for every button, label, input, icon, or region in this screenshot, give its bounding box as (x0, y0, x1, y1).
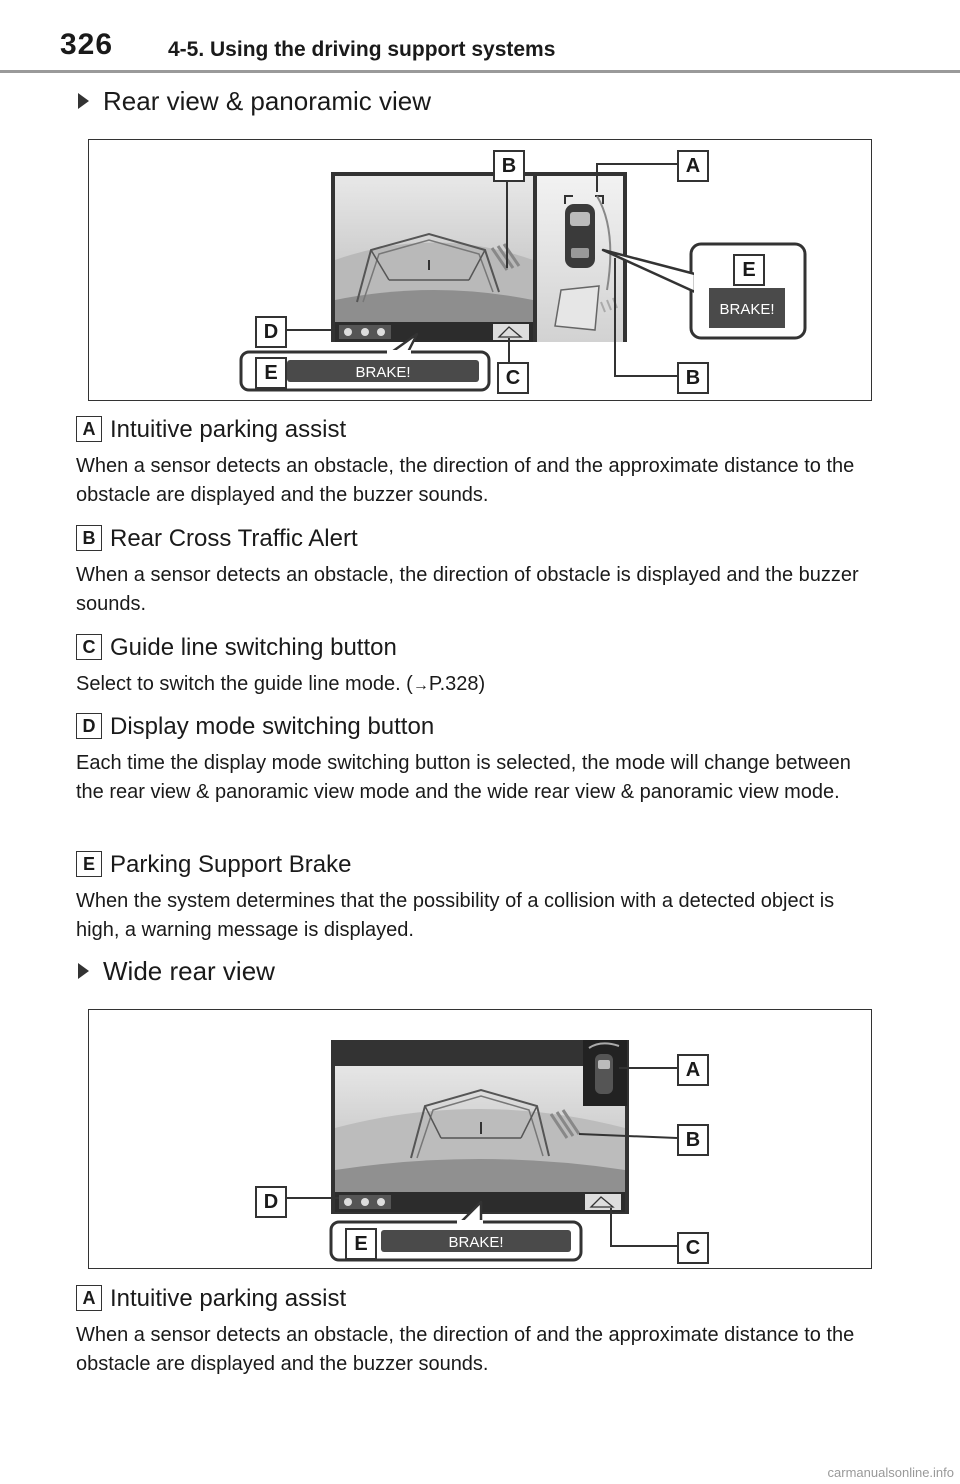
arrow-right-icon: → (412, 677, 429, 694)
item-e-body: When the system determines that the poss… (76, 890, 835, 941)
wide-badge-a: A (76, 1285, 102, 1311)
bullet-triangle-icon (78, 93, 89, 110)
badge-b: B (76, 525, 102, 551)
bullet-rear-view-panoramic: Rear view & panoramic view (78, 86, 431, 117)
label-b-bottom: B (677, 362, 709, 394)
badge-a: A (76, 416, 102, 442)
wide-label-e: E (345, 1228, 377, 1260)
wide-label-a: A (677, 1054, 709, 1086)
header-divider (0, 70, 960, 73)
wide-label-d: D (255, 1186, 287, 1218)
wide-label-b: B (677, 1124, 709, 1156)
badge-c: C (76, 634, 102, 660)
label-b-top: B (493, 150, 525, 182)
brake-text-bottom: BRAKE! (355, 364, 410, 381)
badge-d: D (76, 713, 102, 739)
label-d: D (255, 316, 287, 348)
section-title: 4-5. Using the driving support systems (168, 38, 556, 61)
label-e-right: E (733, 254, 765, 286)
bullet-triangle-icon (78, 963, 89, 980)
footer-watermark: carmanualsonline.info (827, 1465, 954, 1480)
wide-label-c: C (677, 1232, 709, 1264)
wide-item-a-body: When a sensor detects an obstacle, the d… (76, 1324, 855, 1375)
label-e-bottom: E (255, 357, 287, 389)
rear-view-panoramic-illustration: BRAKE! BRAKE! (239, 163, 807, 392)
brake-text-right: BRAKE! (719, 301, 774, 318)
figure-wide-rear-view: BRAKE! A B D E C (88, 1009, 872, 1269)
label-c: C (497, 362, 529, 394)
page-number: 326 (60, 28, 114, 61)
bullet-wide-rear-view: Wide rear view (78, 956, 275, 987)
item-a-body: When a sensor detects an obstacle, the d… (76, 455, 855, 506)
item-d-body: Each time the display mode switching but… (76, 752, 851, 803)
item-b-body: When a sensor detects an obstacle, the d… (76, 564, 859, 615)
wide-rear-view-illustration: BRAKE! (283, 1040, 678, 1262)
wide-brake-text: BRAKE! (448, 1234, 503, 1251)
badge-e: E (76, 851, 102, 877)
page-reference-link[interactable]: P.328) (428, 673, 486, 695)
figure-rear-view-panoramic: BRAKE! BRAKE! B A E D E C B (88, 139, 872, 401)
item-c-body: Select to switch the guide line mode. (→… (76, 673, 486, 695)
label-a: A (677, 150, 709, 182)
